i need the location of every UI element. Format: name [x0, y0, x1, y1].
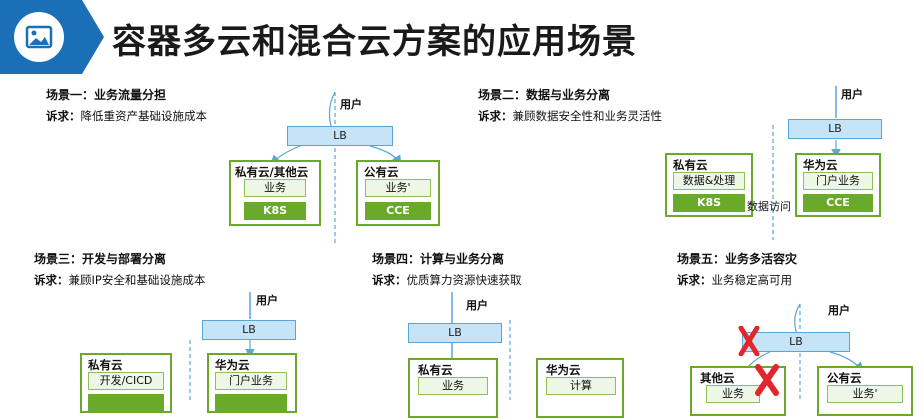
user-label: 用户 [828, 304, 850, 317]
service-box: 计算 [546, 377, 616, 395]
service-box: 业务' [365, 179, 431, 197]
scenario-2-title: 场景二：数据与业务分离 [478, 88, 611, 102]
service-box: 业务 [418, 377, 488, 395]
cloud-title: 华为云 [546, 363, 581, 377]
service-box: 业务 [706, 385, 760, 403]
platform-cce: CCE [365, 202, 431, 220]
data-access-label: 数据访问 [747, 200, 791, 213]
platform-k8s: K8S [244, 202, 306, 220]
platform-box [88, 394, 164, 412]
req-label: 诉求： [34, 273, 69, 287]
load-balancer: LB [408, 323, 502, 343]
header-chevron [82, 0, 104, 74]
load-balancer: LB [742, 332, 850, 352]
platform-box [215, 394, 287, 412]
user-label: 用户 [256, 294, 278, 307]
service-box: 门户业务 [803, 172, 873, 190]
cloud-title: 私有云 [88, 358, 123, 372]
scenario-5-requirement: 诉求：业务稳定高可用 [677, 272, 792, 288]
user-label: 用户 [466, 299, 488, 312]
scenario-2-requirement: 诉求：兼顾数据安全性和业务灵活性 [478, 108, 662, 124]
private-cloud-box: 私有云 业务 [408, 358, 498, 418]
cloud-title: 公有云 [827, 371, 862, 385]
cloud-title: 华为云 [803, 158, 838, 172]
req-label: 诉求： [372, 273, 407, 287]
failure-cross-icon [755, 364, 779, 396]
cloud-title: 其他云 [700, 371, 735, 385]
huawei-cloud-box: 华为云 计算 [536, 358, 624, 418]
picture-icon [14, 12, 64, 62]
private-other-cloud-box: 私有云/其他云 业务 K8S [229, 160, 321, 226]
req-label: 诉求： [478, 109, 513, 123]
req-text: 业务稳定高可用 [711, 273, 793, 287]
scenario-1-requirement: 诉求：降低重资产基础设施成本 [46, 108, 207, 124]
scenario-4-title: 场景四：计算与业务分离 [372, 252, 505, 266]
req-text: 兼顾数据安全性和业务灵活性 [512, 109, 663, 123]
cloud-title: 私有云 [673, 158, 708, 172]
service-box: 业务' [827, 385, 903, 403]
scenario-3-title: 场景三：开发与部署分离 [34, 252, 167, 266]
private-cloud-box: 私有云 开发/CICD [80, 353, 172, 413]
user-label: 用户 [340, 98, 362, 111]
req-text: 降低重资产基础设施成本 [80, 109, 208, 123]
service-box: 数据&处理 [673, 172, 745, 190]
req-text: 兼顾IP安全和基础设施成本 [68, 273, 206, 287]
cloud-title: 华为云 [215, 358, 250, 372]
platform-k8s: K8S [673, 194, 745, 212]
private-cloud-box: 私有云 数据&处理 K8S [665, 153, 753, 217]
user-label: 用户 [841, 88, 863, 101]
service-box: 业务 [244, 179, 306, 197]
service-box: 门户业务 [215, 372, 287, 390]
req-label: 诉求： [677, 273, 712, 287]
huawei-cloud-box: 华为云 门户业务 [207, 353, 297, 413]
load-balancer: LB [202, 320, 296, 340]
scenario-1-title: 场景一：业务流量分担 [46, 88, 167, 102]
cloud-title: 私有云/其他云 [235, 165, 309, 179]
public-cloud-box: 公有云 业务' [817, 366, 913, 416]
cloud-title: 公有云 [364, 165, 399, 179]
load-balancer: LB [788, 119, 882, 139]
page-title: 容器多云和混合云方案的应用场景 [112, 22, 637, 62]
scenario-3-requirement: 诉求：兼顾IP安全和基础设施成本 [34, 272, 205, 288]
scenario-5-title: 场景五：业务多活容灾 [677, 252, 798, 266]
failure-cross-icon [738, 326, 760, 356]
req-label: 诉求： [46, 109, 81, 123]
huawei-cloud-box: 华为云 门户业务 CCE [795, 153, 881, 217]
platform-cce: CCE [803, 194, 873, 212]
cloud-title: 私有云 [418, 363, 453, 377]
public-cloud-box: 公有云 业务' CCE [356, 160, 440, 226]
scenario-4-requirement: 诉求：优质算力资源快速获取 [372, 272, 522, 288]
load-balancer: LB [287, 126, 393, 146]
req-text: 优质算力资源快速获取 [406, 273, 522, 287]
service-box: 开发/CICD [88, 372, 164, 390]
